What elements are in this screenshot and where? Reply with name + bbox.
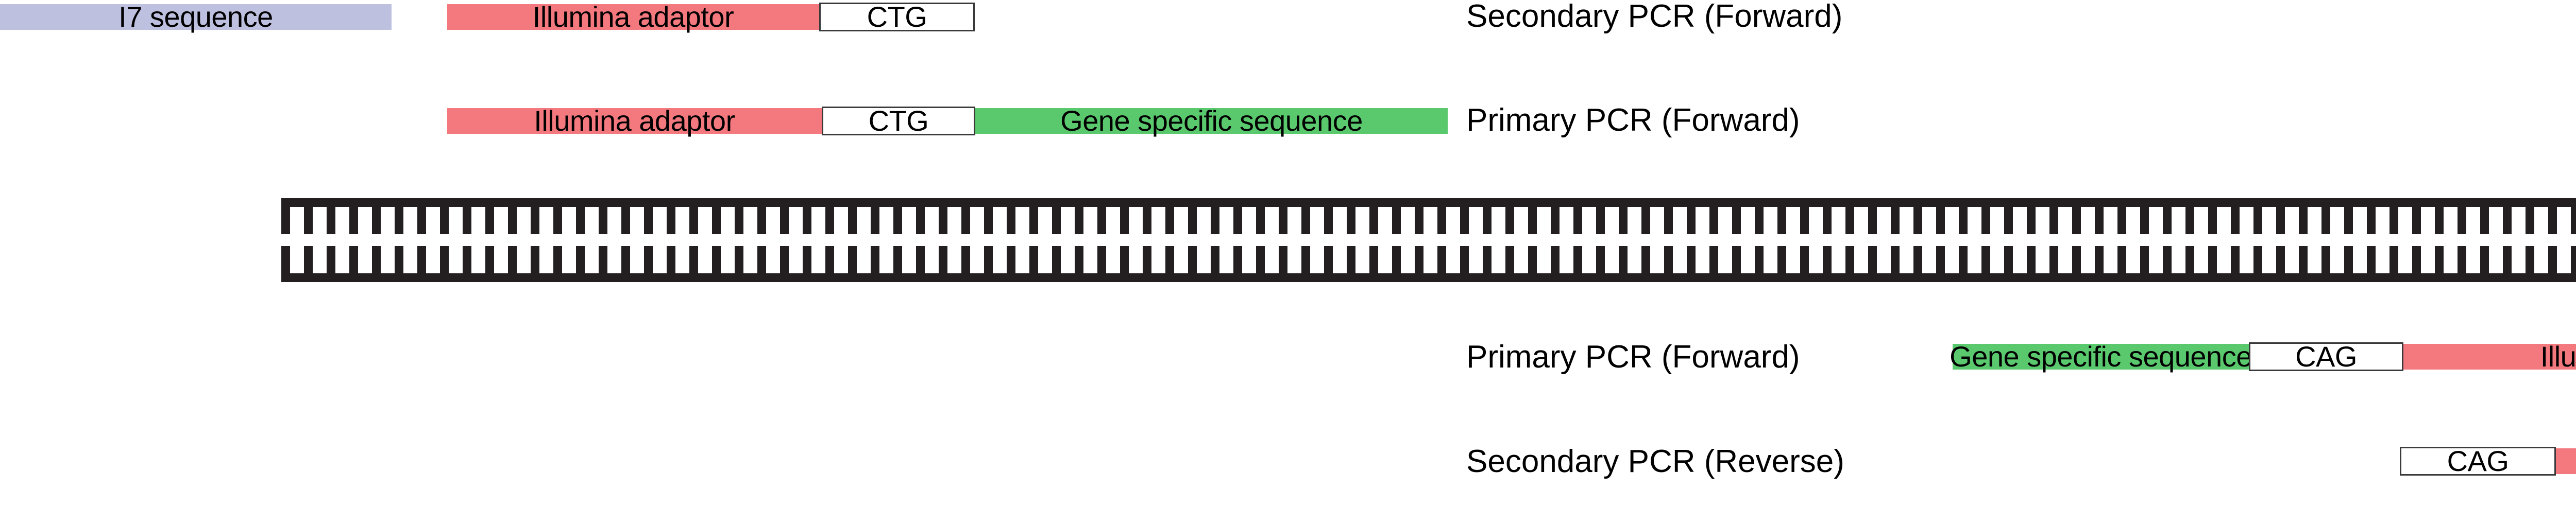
row5-label-secondary-pcr-reverse: Secondary PCR (Reverse) bbox=[1466, 444, 1844, 479]
row4-cag-codon-box: CAG bbox=[2249, 342, 2403, 371]
dna-bottom-strand bbox=[281, 246, 2576, 282]
dna-top-strand bbox=[281, 198, 2576, 234]
row1-label-secondary-pcr-forward: Secondary PCR (Forward) bbox=[1466, 0, 1843, 34]
row1-illumina-adaptor-block: Illumina adaptor bbox=[447, 3, 819, 31]
row4-gene-specific-sequence-block: Gene specific sequence bbox=[1950, 340, 2252, 373]
row4-illumina-adaptor-block: Illumina Adaptor bbox=[2403, 342, 2576, 371]
row2-label-primary-pcr-forward: Primary PCR (Forward) bbox=[1466, 102, 1800, 138]
row4-label-primary-pcr-forward: Primary PCR (Forward) bbox=[1466, 339, 1800, 375]
dna-top-teeth bbox=[281, 198, 2576, 234]
row1-i7-index-block: I7 sequence bbox=[0, 3, 392, 31]
row5-illumina-adaptor-block: Illumina Adaptor bbox=[2556, 448, 2576, 474]
dna-bottom-teeth bbox=[281, 246, 2576, 282]
row2-illumina-adaptor-block: Illumina adaptor bbox=[447, 107, 822, 135]
row5-cag-codon-box: CAG bbox=[2400, 447, 2556, 476]
row2-gene-specific-sequence-block: Gene specific sequence bbox=[975, 107, 1448, 135]
row2-ctg-codon-box: CTG bbox=[822, 107, 975, 135]
row1-ctg-codon-box: CTG bbox=[819, 3, 975, 31]
